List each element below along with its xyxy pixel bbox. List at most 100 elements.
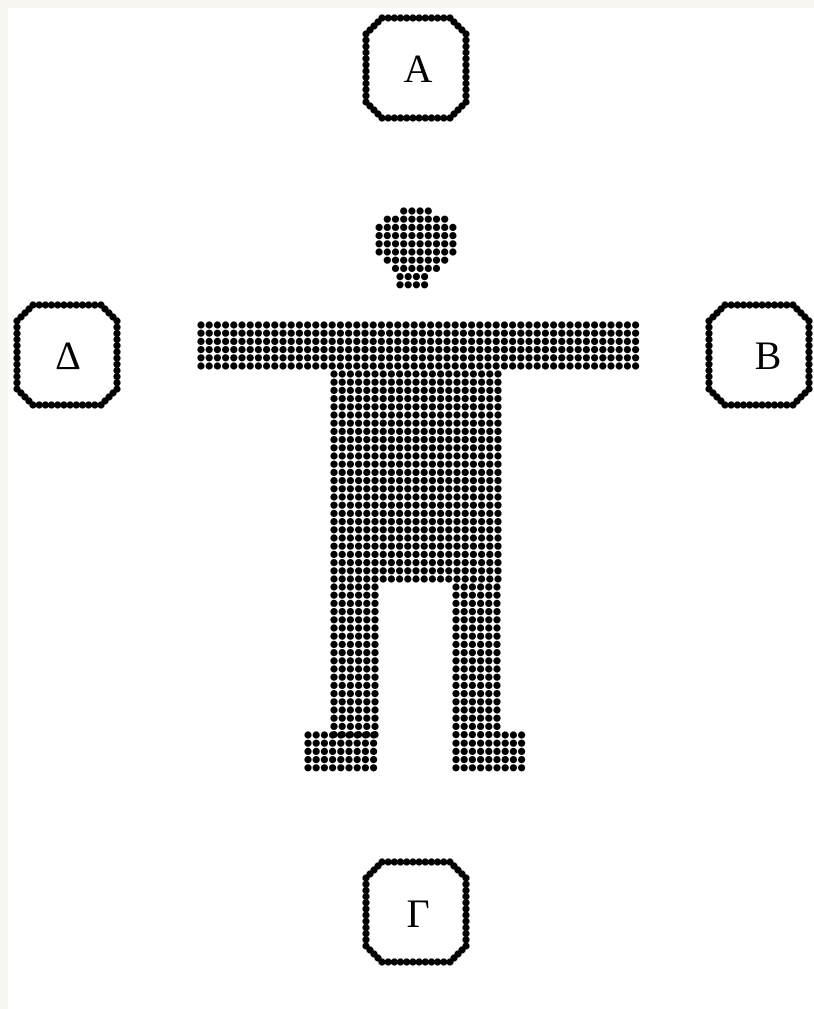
torso-dot (396, 510, 403, 517)
right-leg-dot (477, 624, 484, 631)
torso-dot (355, 518, 362, 525)
torso-dot (421, 420, 428, 427)
torso-dot (478, 420, 485, 427)
torso-dot (388, 403, 395, 410)
torso-dot (339, 518, 346, 525)
head-dot (384, 224, 391, 231)
torso-dot (347, 387, 354, 394)
torso-dot (339, 559, 346, 566)
marker-right-ring-dot (705, 324, 712, 331)
arms-dot (279, 330, 286, 337)
arms-dot (329, 330, 336, 337)
marker-bottom-ring-dot (462, 881, 469, 888)
right-foot-dot (452, 748, 459, 755)
torso-dot (355, 387, 362, 394)
arms-dot (312, 354, 319, 361)
right-foot-dot (485, 764, 492, 771)
left-leg-dot (347, 690, 354, 697)
arms-dot (238, 321, 245, 328)
arms-dot (435, 338, 442, 345)
right-leg-dot (469, 633, 476, 640)
marker-bottom-ring-dot (422, 958, 429, 965)
torso-dot (412, 411, 419, 418)
torso-dot (494, 461, 501, 468)
torso-dot (429, 420, 436, 427)
torso-dot (339, 403, 346, 410)
left-foot-dot (362, 740, 369, 747)
torso-dot (445, 452, 452, 459)
torso-dot (453, 518, 460, 525)
torso-dot (462, 567, 469, 574)
torso-dot (421, 395, 428, 402)
arms-dot (558, 321, 565, 328)
torso-dot (380, 543, 387, 550)
torso-dot (437, 461, 444, 468)
head-dot (441, 248, 448, 255)
arms-dot (296, 346, 303, 353)
arms-dot (583, 354, 590, 361)
arms-dot (501, 330, 508, 337)
torso-dot (355, 502, 362, 509)
torso-dot (462, 477, 469, 484)
torso-dot (347, 526, 354, 533)
left-leg-dot (330, 657, 337, 664)
right-foot-dot (485, 748, 492, 755)
marker-right-ring-dot (759, 301, 766, 308)
torso-dot (371, 403, 378, 410)
marker-top: Α (362, 14, 469, 121)
head-dot (425, 240, 432, 247)
left-leg-dot (363, 616, 370, 623)
arms-dot (361, 338, 368, 345)
torso-dot (330, 452, 337, 459)
torso-dot (429, 387, 436, 394)
right-leg-dot (493, 731, 500, 738)
arms-dot (427, 354, 434, 361)
left-leg-dot (339, 706, 346, 713)
right-leg-dot (485, 592, 492, 599)
torso-dot (412, 436, 419, 443)
arms-dot (599, 362, 606, 369)
arms-dot (493, 330, 500, 337)
torso-dot (363, 534, 370, 541)
arms-dot (476, 321, 483, 328)
arms-dot (296, 354, 303, 361)
left-leg-dot (347, 715, 354, 722)
left-leg-dot (347, 698, 354, 705)
arms-dot (534, 330, 541, 337)
torso-dot (437, 534, 444, 541)
arms-dot (394, 346, 401, 353)
torso-dot (486, 452, 493, 459)
torso-dot (355, 403, 362, 410)
arms-dot (575, 321, 582, 328)
marker-bottom-ring-dot (462, 899, 469, 906)
right-leg-dot (477, 731, 484, 738)
head-dot (392, 257, 399, 264)
arms-dot (329, 362, 336, 369)
torso-dot (453, 428, 460, 435)
torso-dot (429, 379, 436, 386)
torso-dot (470, 502, 477, 509)
right-leg-dot (461, 682, 468, 689)
marker-left-label: Δ (55, 333, 81, 378)
torso-dot (429, 370, 436, 377)
torso-dot (462, 526, 469, 533)
torso-dot (494, 502, 501, 509)
head-dot (433, 248, 440, 255)
head-dot (417, 207, 424, 214)
head-dot (392, 240, 399, 247)
torso-dot (396, 428, 403, 435)
marker-right-ring-dot (759, 401, 766, 408)
left-leg-dot (347, 616, 354, 623)
torso-dot (429, 485, 436, 492)
marker-right-ring-dot (777, 301, 784, 308)
marker-left-ring-dot (113, 379, 120, 386)
right-foot-dot (502, 731, 509, 738)
left-leg-dot (355, 616, 362, 623)
torso-dot (347, 485, 354, 492)
torso-dot (396, 379, 403, 386)
right-leg-dot (485, 583, 492, 590)
torso-dot (453, 493, 460, 500)
marker-top-ring-dot (416, 14, 423, 21)
arms-dot (197, 362, 204, 369)
arms-dot (370, 321, 377, 328)
